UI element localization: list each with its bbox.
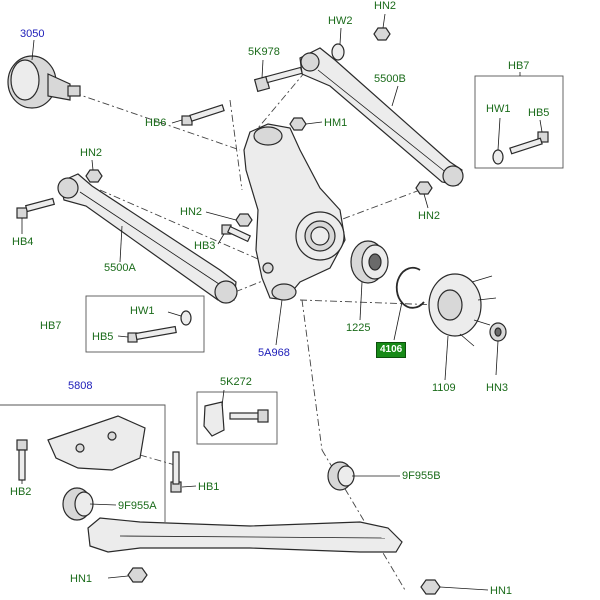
nut-hn2-mid[interactable] [235,213,253,227]
label-hw1-left[interactable]: HW1 [130,305,155,317]
leader-lines [21,13,543,591]
label-hb2[interactable]: HB2 [10,486,32,498]
bushing-9f955b[interactable] [327,461,355,491]
label-hn2-mid[interactable]: HN2 [180,206,203,218]
nut-hn2-left[interactable] [85,169,103,183]
nut-hn2-right[interactable] [415,181,433,195]
label-4106-highlight[interactable]: 4106 [376,342,407,358]
label-hb6[interactable]: HB6 [145,117,167,129]
label-9f955b[interactable]: 9F955B [402,470,441,482]
bracket-plate-5808[interactable] [47,415,146,471]
nut-hn1-left[interactable] [127,567,148,583]
label-hb7-left[interactable]: HB7 [40,320,62,332]
label-1109[interactable]: 1109 [432,382,456,394]
label-1225[interactable]: 1225 [346,322,371,334]
label-hm1[interactable]: HM1 [324,117,348,129]
wheel-bearing-1225[interactable] [350,240,389,284]
hb7-left-bracket-box [85,295,205,353]
label-hn2-left[interactable]: HN2 [80,147,103,159]
lower-arm-5500a[interactable] [57,173,238,304]
label-hw2[interactable]: HW2 [328,15,353,27]
label-hn1-left[interactable]: HN1 [70,573,93,585]
bolt-hb1[interactable] [170,451,182,493]
bolt-hb5-right[interactable] [509,131,549,155]
label-hb5-right[interactable]: HB5 [528,107,550,119]
snap-ring-4106[interactable] [395,266,425,309]
wheel-hub-1109[interactable] [428,273,497,347]
label-3050[interactable]: 3050 [20,28,45,40]
bolt-hb5-left[interactable] [127,325,177,343]
label-hn2-top[interactable]: HN2 [374,0,397,12]
bolt-hb4[interactable] [16,197,56,219]
bracket-bolt-5k272[interactable] [203,401,269,437]
label-hb4[interactable]: HB4 [12,236,34,248]
cv-joint-3050[interactable] [7,55,81,109]
assembly-5808-box [0,404,166,522]
washer-hw1-right[interactable] [492,149,504,165]
label-hn1-right[interactable]: HN1 [490,585,513,597]
label-5k272[interactable]: 5K272 [220,376,252,388]
label-hn2-right[interactable]: HN2 [418,210,441,222]
bolt-hb2[interactable] [16,439,28,481]
label-hb5-left[interactable]: HB5 [92,331,114,343]
label-5808[interactable]: 5808 [68,380,93,392]
nut-hn1-right[interactable] [420,579,441,595]
nut-hn3[interactable] [489,322,507,342]
label-hb7-right[interactable]: HB7 [508,60,530,72]
hb7-right-bracket-box [474,75,564,169]
label-5500a[interactable]: 5500A [104,262,136,274]
washer-hw2[interactable] [331,43,345,61]
bolt-hb6[interactable] [181,104,225,126]
label-hn3[interactable]: HN3 [486,382,509,394]
label-5k978[interactable]: 5K978 [248,46,280,58]
label-hb1[interactable]: HB1 [198,481,220,493]
nut-hm1[interactable] [289,117,307,131]
label-9f955a[interactable]: 9F955A [118,500,157,512]
knuckle-5a968[interactable] [243,123,346,301]
trailing-arm[interactable] [87,517,403,553]
washer-hw1-left[interactable] [180,310,192,326]
label-hb3[interactable]: HB3 [194,240,216,252]
label-5500b[interactable]: 5500B [374,73,406,85]
bolt-hb3[interactable] [221,224,252,243]
upper-arm-5500b[interactable] [299,47,464,187]
label-hw1-right[interactable]: HW1 [486,103,511,115]
bolt-5k978[interactable] [253,66,303,93]
bushing-9f955a[interactable] [62,487,94,521]
nut-hn2-top[interactable] [373,27,391,41]
5k272-bracket-box [196,391,278,445]
label-5a968[interactable]: 5A968 [258,347,290,359]
